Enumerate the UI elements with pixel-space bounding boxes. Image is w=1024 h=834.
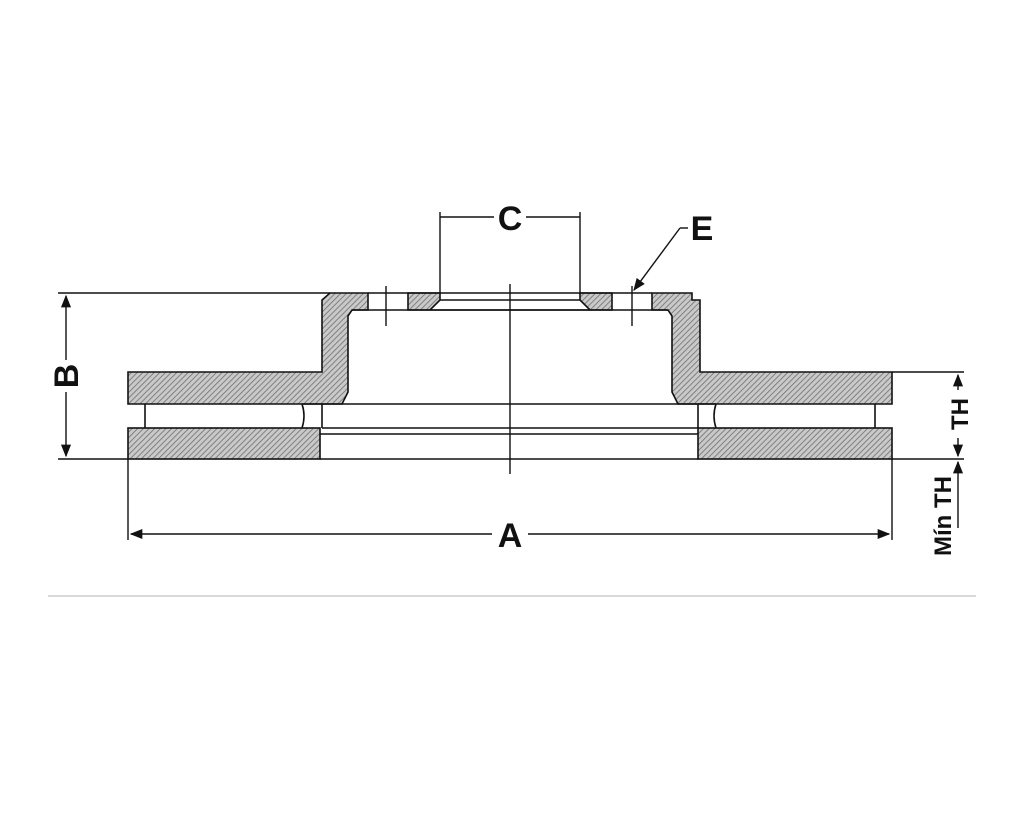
disc-cross-section [127,292,893,460]
dimension-c [439,212,581,294]
disc-outline [144,292,876,460]
dimension-b [58,292,330,460]
label-b: B [48,364,86,389]
label-c: C [498,200,523,238]
hub-flange-left [407,292,441,311]
label-e: E [691,210,714,248]
leader-e [633,227,681,292]
hat-right-wall [651,292,893,405]
hat-left-wall [127,292,369,405]
bolt-hole-centerlines [385,286,633,326]
dimension-a [127,459,893,540]
inner-plate-left [127,427,321,460]
label-a: A [498,517,523,555]
inner-plate-right [697,427,893,460]
hub-flange-right [579,292,613,311]
label-min-th: Mín TH [930,476,957,556]
dimension-th [892,371,964,528]
label-th: TH [947,398,974,430]
